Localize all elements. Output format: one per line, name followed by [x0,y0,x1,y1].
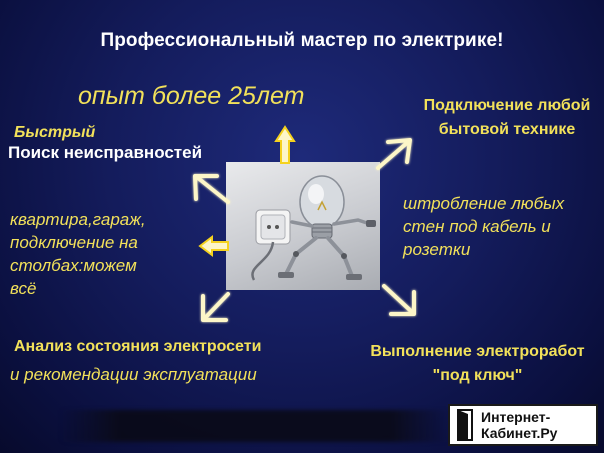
page-title: Профессиональный мастер по электрике! [100,30,504,51]
turnkey-label: Выполнение электроработ "под ключ" [370,343,585,384]
arrow-upright-icon [376,138,412,170]
recommendations-label: и рекомендации эксплуатации [10,365,257,384]
watermark-badge: Интернет- Кабинет.Ру [448,404,598,446]
fast-label: Быстрый [14,124,96,141]
watermark-text: Интернет- Кабинет.Ру [481,409,557,441]
kvartira-label: квартира,гараж, подключение на столбах:м… [10,210,146,298]
blurred-contact-strip [60,410,450,442]
experience-text: опыт более 25лет [78,82,305,110]
search-label: Поиск неисправностей [8,143,203,162]
arrow-downleft-icon [201,292,230,322]
arrow-left-icon [198,235,229,257]
arrow-downright-icon [382,284,416,316]
lightbulb-robot-image [226,162,380,290]
arrow-up-icon [274,125,296,164]
analiz-label: Анализ состояния электросети [14,338,262,355]
stroblenie-label: штробление любых стен под кабель и розет… [403,194,565,259]
watermark-logo-icon [454,408,476,442]
arrow-upleft-icon [193,174,230,204]
connect-label: Подключение любой бытовой технике [423,97,591,138]
watermark-line1: Интернет- [481,409,551,425]
watermark-line2: Кабинет.Ру [481,425,558,441]
socket-image [255,209,291,245]
